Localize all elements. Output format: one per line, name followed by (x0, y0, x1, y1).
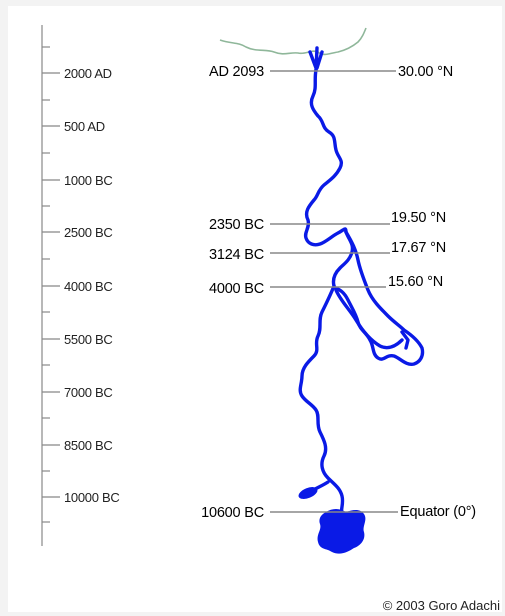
tick-label-4000-bc: 4000 BC (64, 279, 113, 294)
tick-label-10000-bc: 10000 BC (64, 490, 119, 505)
event-dates: AD 2093 2350 BC 3124 BC 4000 BC 10600 BC (201, 64, 264, 521)
event-date-ad-2093: AD 2093 (209, 64, 264, 80)
timeline-axis (41, 25, 60, 546)
tick-label-8500-bc: 8500 BC (64, 438, 113, 453)
tick-label-5500-bc: 5500 BC (64, 332, 113, 347)
event-date-4000-bc: 4000 BC (209, 281, 264, 297)
latitude-17-67: 17.67 °N (391, 240, 446, 256)
tick-label-2500-bc: 2500 BC (64, 225, 113, 240)
latitude-30-00: 30.00 °N (398, 64, 453, 80)
latitude-15-60: 15.60 °N (388, 274, 443, 290)
timeline-labels: 2000 AD 500 AD 1000 BC 2500 BC 4000 BC 5… (64, 66, 120, 505)
tick-label-7000-bc: 7000 BC (64, 385, 113, 400)
event-date-2350-bc: 2350 BC (209, 217, 264, 233)
coastline (219, 27, 367, 56)
tick-label-500-ad: 500 AD (64, 119, 105, 134)
lake-victoria (317, 509, 366, 554)
event-date-3124-bc: 3124 BC (209, 247, 264, 263)
event-date-10600-bc: 10600 BC (201, 505, 264, 521)
diagram-panel (8, 6, 502, 612)
event-latitudes: 30.00 °N 19.50 °N 17.67 °N 15.60 °N Equa… (388, 64, 476, 520)
lake-kyoga (298, 487, 318, 499)
nile-river (298, 46, 425, 518)
copyright-notice: © 2003 Goro Adachi (383, 598, 500, 613)
tick-label-2000-ad: 2000 AD (64, 66, 112, 81)
tick-label-1000-bc: 1000 BC (64, 173, 113, 188)
event-lines (270, 70, 398, 513)
latitude-19-50: 19.50 °N (391, 210, 446, 226)
latitude-equator: Equator (0°) (400, 504, 476, 520)
